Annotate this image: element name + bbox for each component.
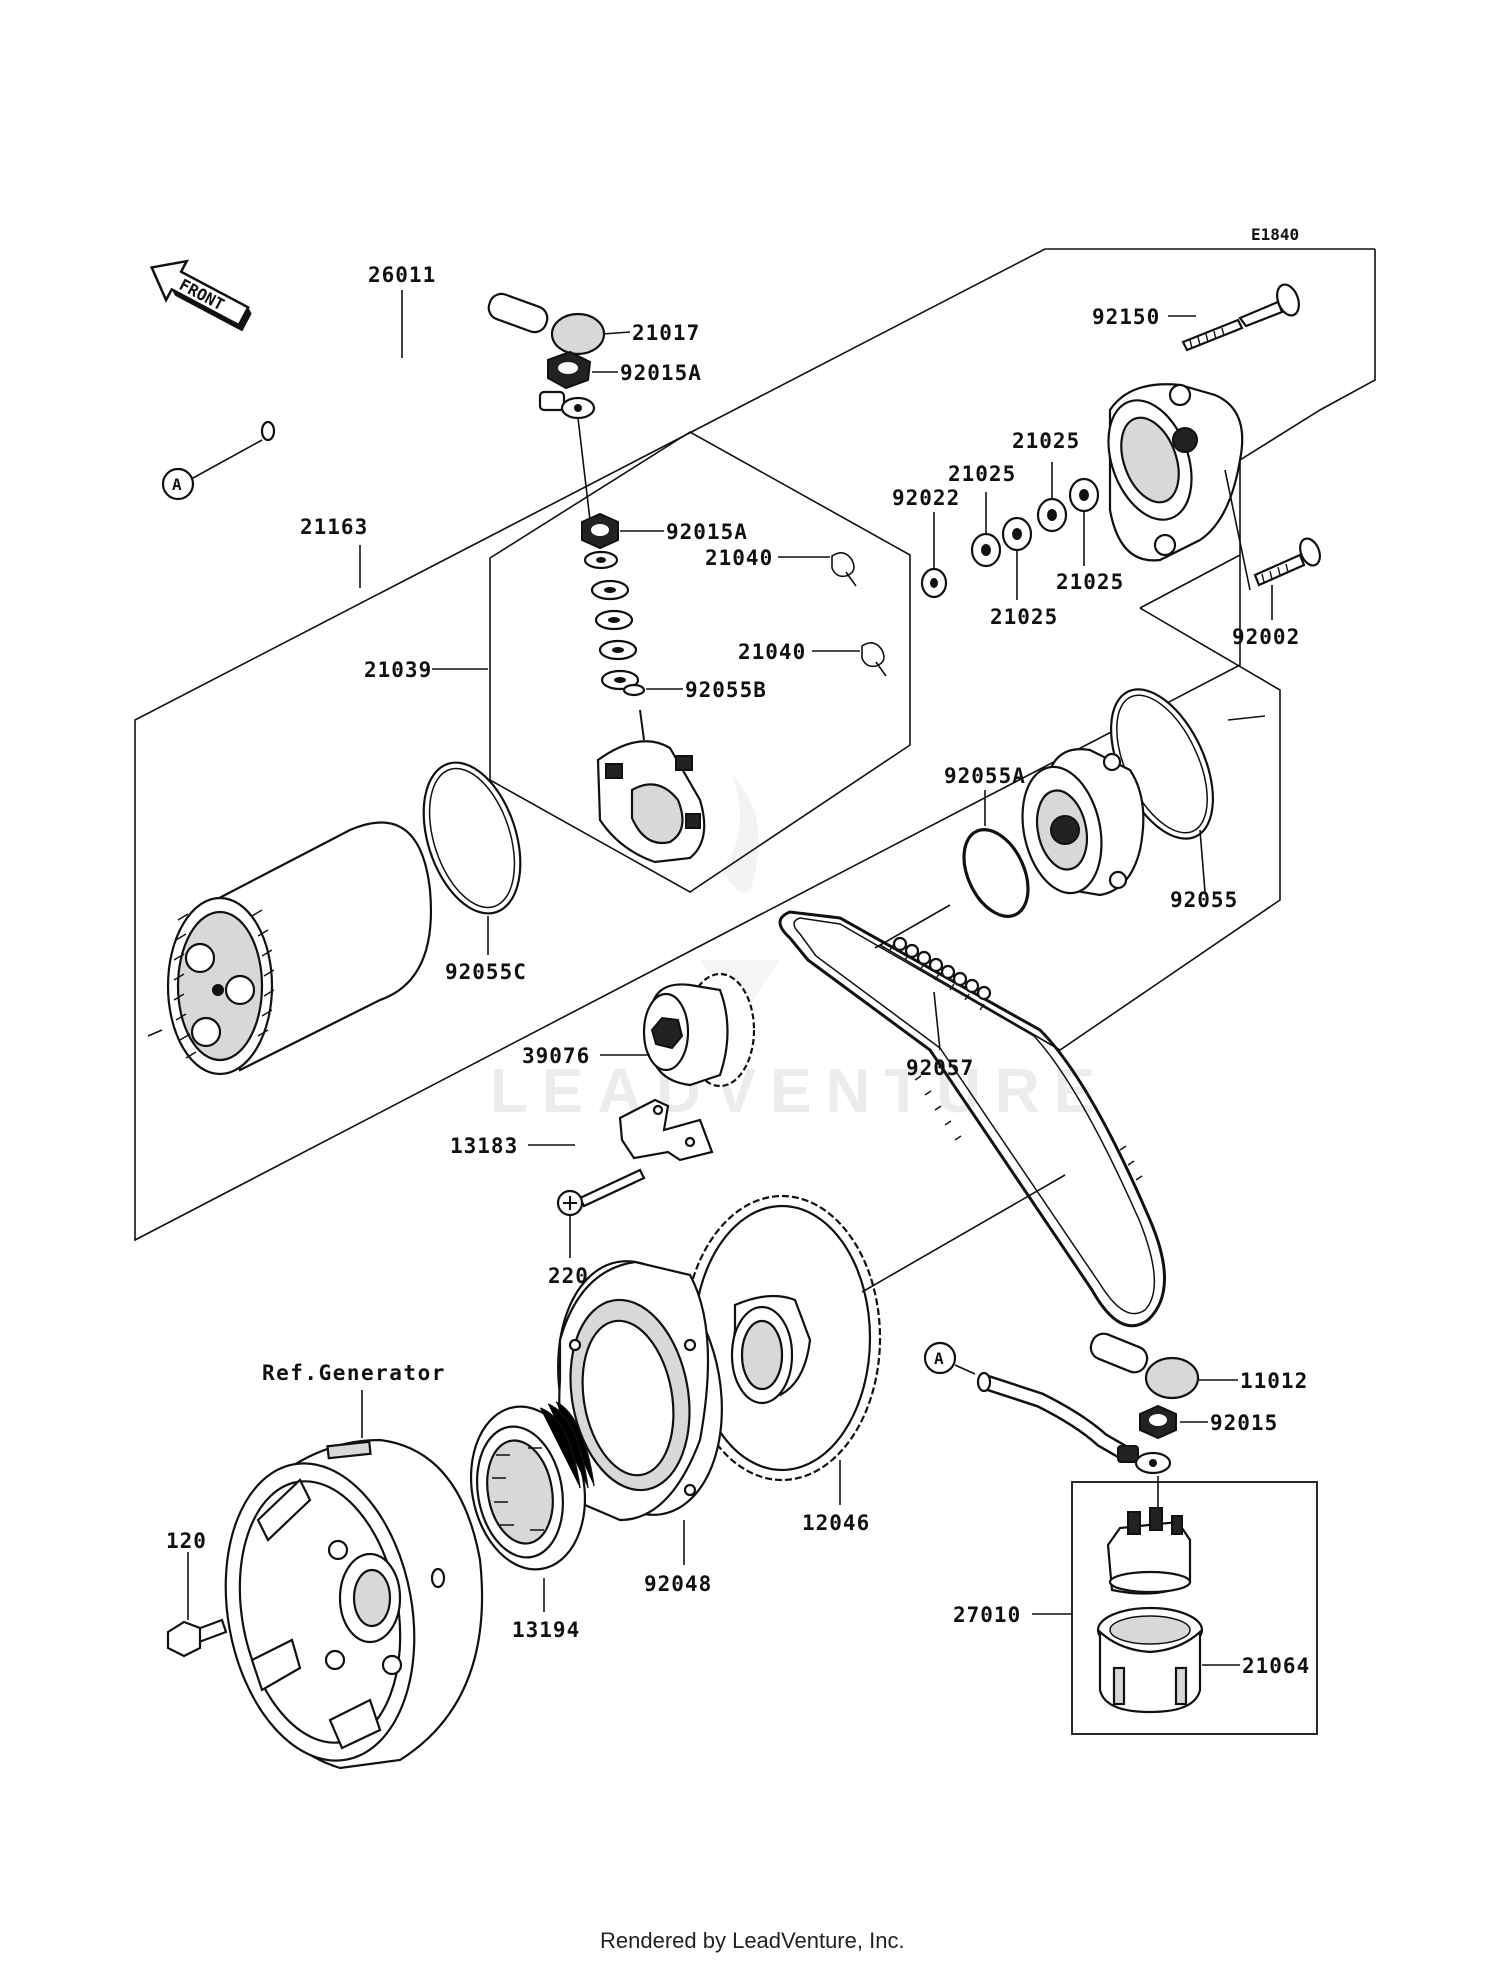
- label-13183: 13183: [450, 1134, 518, 1158]
- generator-rotor: [224, 1438, 484, 1770]
- connector-a-top-label: A: [172, 475, 182, 494]
- cable-end: [260, 420, 276, 442]
- label-27010: 27010: [953, 1603, 1021, 1627]
- nut-92015a-top: [547, 350, 592, 390]
- watermark: LEADVENTURE: [490, 1057, 1109, 1126]
- starter-cable-26011: [264, 355, 546, 433]
- label-92055c: 92055C: [445, 960, 527, 984]
- nut-92015: [1139, 1404, 1177, 1440]
- label-92057: 92057: [906, 1056, 974, 1080]
- label-12046: 12046: [802, 1511, 870, 1535]
- label-21025-d: 21025: [990, 605, 1058, 629]
- connector-a-bottom: [923, 1341, 957, 1375]
- connector-a-top: [161, 467, 195, 501]
- nut-92015a-mid: [581, 512, 619, 550]
- ring-gear-12046: [682, 1194, 882, 1482]
- starter-assembly-outline: [134, 248, 1376, 1242]
- footer-credit: Rendered by LeadVenture, Inc.: [600, 1928, 905, 1953]
- end-cover: [1107, 383, 1244, 562]
- through-bolt-92150: [1181, 283, 1300, 352]
- label-92015a-mid: 92015A: [666, 520, 748, 544]
- relay-cover-21064: [1096, 1606, 1204, 1714]
- one-way-clutch-housing-92048: [557, 1260, 723, 1522]
- label-92055b: 92055B: [685, 678, 767, 702]
- label-21017: 21017: [632, 321, 700, 345]
- label-21040-b: 21040: [738, 640, 806, 664]
- drive-housing: [1021, 748, 1145, 897]
- label-21039: 21039: [364, 658, 432, 682]
- connector-a-bottom-label: A: [934, 1349, 944, 1368]
- terminal-cap-11012: [1089, 1332, 1200, 1400]
- washer-stack: [583, 550, 640, 691]
- brush-plate: [596, 709, 706, 864]
- brush-spring-21040-a: [831, 552, 857, 587]
- label-92022: 92022: [892, 486, 960, 510]
- label-21163: 21163: [300, 515, 368, 539]
- battery-cable: [976, 1371, 1172, 1475]
- label-92055: 92055: [1170, 888, 1238, 912]
- terminal-cap-21017: [487, 292, 606, 356]
- bolt-120: [166, 1618, 228, 1658]
- label-92002: 92002: [1232, 625, 1300, 649]
- label-13194: 13194: [512, 1618, 580, 1642]
- label-21025-b: 21025: [948, 462, 1016, 486]
- label-21025-c: 21025: [1056, 570, 1124, 594]
- label-92015a-top: 92015A: [620, 361, 702, 385]
- starter-motor-yoke: [166, 821, 432, 1076]
- starter-sprocket-39076: [642, 972, 756, 1088]
- label-220: 220: [548, 1264, 589, 1288]
- label-26011: 26011: [368, 263, 436, 287]
- label-92055a: 92055A: [944, 764, 1026, 788]
- label-92015: 92015: [1210, 1411, 1278, 1435]
- front-arrow-icon: FRONT: [149, 259, 252, 332]
- cable-boot: [538, 390, 566, 412]
- screw-220: [556, 1168, 646, 1217]
- ref-generator-label: Ref.Generator: [262, 1361, 446, 1385]
- drive-housing-outline-2: [1139, 554, 1241, 609]
- label-39076: 39076: [522, 1044, 590, 1068]
- label-92150: 92150: [1092, 305, 1160, 329]
- label-11012: 11012: [1240, 1369, 1308, 1393]
- o-ring-92055b: [622, 683, 646, 697]
- label-92048: 92048: [644, 1572, 712, 1596]
- one-way-clutch-13194: [469, 1401, 595, 1571]
- starter-relay-27010: [1106, 1476, 1192, 1595]
- drive-housing-outline: [879, 607, 1281, 1051]
- solenoid-group-box: [1071, 1481, 1318, 1735]
- drive-chain-92057: [778, 910, 1166, 1328]
- bracket-13183: [618, 1098, 714, 1162]
- o-ring-92055a: [962, 828, 1030, 918]
- label-21040-a: 21040: [705, 546, 773, 570]
- label-21064: 21064: [1242, 1654, 1310, 1678]
- brush-spring-21040-b: [861, 642, 887, 677]
- label-21025-a: 21025: [1012, 429, 1080, 453]
- diagram-code: E1840: [1251, 225, 1299, 244]
- bolt-92002: [1253, 537, 1321, 587]
- label-120: 120: [166, 1529, 207, 1553]
